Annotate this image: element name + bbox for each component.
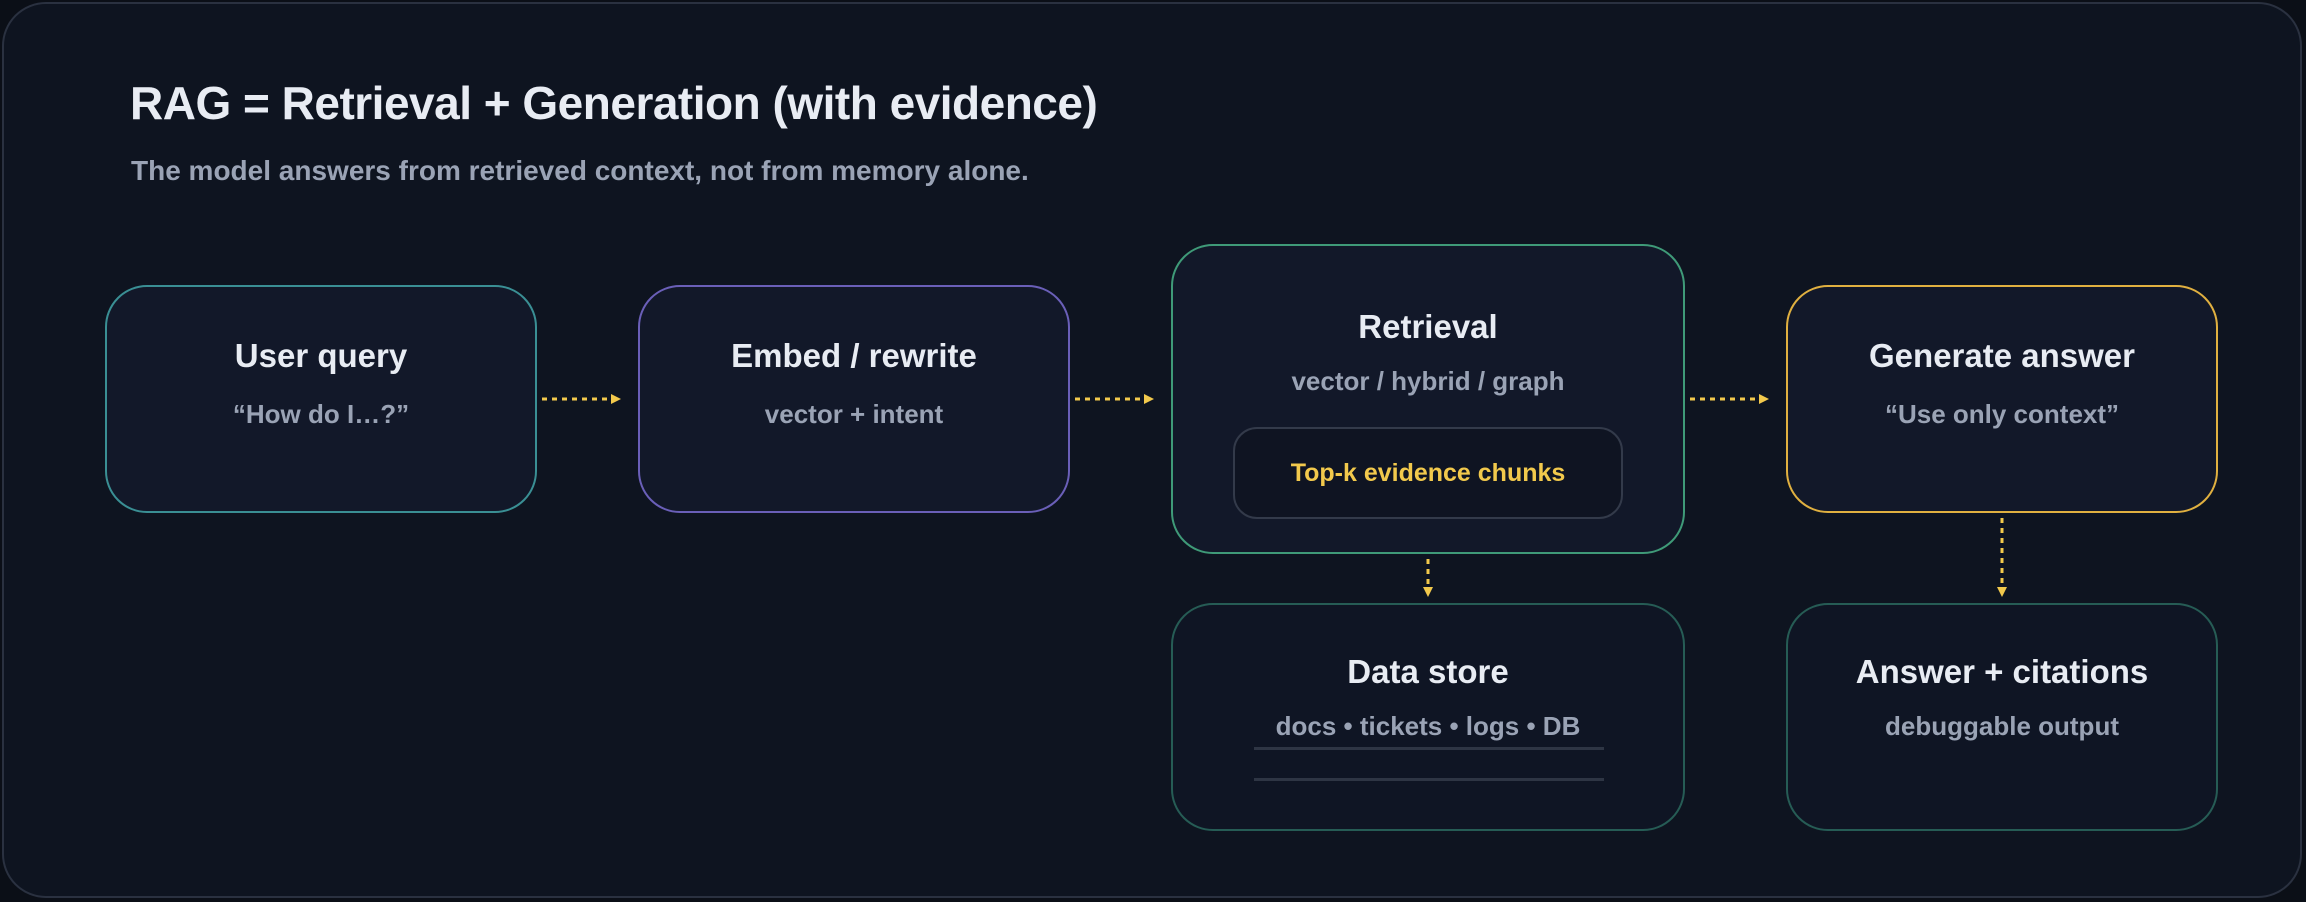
node-title: User query [234,337,408,374]
node-title: Answer + citations [1855,653,2149,690]
node-title: Generate answer [1869,337,2135,374]
node-title: Embed / rewrite [731,337,977,374]
node-subtitle: “How do I…?” [232,399,410,429]
evidence-chunks-label: Top-k evidence chunks [1290,459,1566,487]
node-subtitle: vector / hybrid / graph [1291,366,1565,396]
node-generate-answer: Generate answer “Use only context” [1786,285,2218,513]
node-subtitle: docs • tickets • logs • DB [1275,711,1581,741]
data-store-divider [1254,778,1604,781]
evidence-chunks-box: Top-k evidence chunks [1233,427,1623,519]
node-embed-rewrite: Embed / rewrite vector + intent [638,285,1070,513]
node-user-query: User query “How do I…?” [105,285,537,513]
node-retrieval: Retrieval vector / hybrid / graph Top-k … [1171,244,1685,554]
node-subtitle: “Use only context” [1884,399,2120,429]
data-store-divider [1254,747,1604,750]
node-title: Retrieval [1358,308,1498,345]
node-title: Data store [1347,653,1509,690]
page-subtitle: The model answers from retrieved context… [131,155,1029,186]
node-subtitle: debuggable output [1885,711,2119,741]
node-data-store: Data store docs • tickets • logs • DB [1171,603,1685,831]
node-answer-citations: Answer + citations debuggable output [1786,603,2218,831]
node-subtitle: vector + intent [764,399,944,429]
page-title: RAG = Retrieval + Generation (with evide… [130,77,1098,129]
